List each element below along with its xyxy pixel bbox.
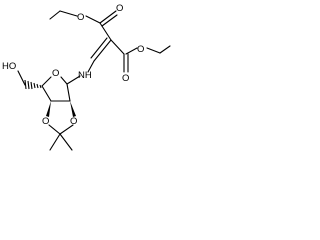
atom-o-ester2: O: [137, 44, 144, 55]
wedge-c2-o: [70, 101, 76, 117]
dioxolane-ring: [48, 124, 74, 135]
hashed-bond-ch2: [24, 79, 42, 90]
structure-diagram: O O O O NH O HO O O: [2, 3, 171, 151]
bond-nh-c1: [66, 75, 81, 85]
atom-o-ester1: O: [77, 12, 84, 23]
atom-o-dioxolane2: O: [70, 116, 77, 127]
atom-o-dioxolane1: O: [42, 116, 49, 127]
ethyl-group-2: [146, 45, 171, 54]
ethyl-group-1: [49, 10, 78, 20]
bond-carbonyl1-double: [99, 10, 118, 27]
atom-nh: NH: [78, 70, 92, 81]
bond-ester1: [85, 15, 101, 24]
wedge-c3-o: [46, 101, 51, 117]
furanose-ring: [41, 76, 71, 102]
bond-alkene-double: [90, 37, 112, 62]
atom-ho: HO: [2, 61, 16, 72]
bond-carbonyl2-double: [123, 53, 129, 73]
bond-ch2-oh: [17, 70, 26, 86]
atom-o-carbonyl2: O: [122, 73, 129, 84]
bond-ester2: [125, 47, 138, 55]
atom-o-carbonyl1: O: [116, 3, 123, 14]
bond-ch-nh: [87, 60, 95, 73]
bond-central-c2: [110, 39, 125, 55]
bond-c1-central: [99, 22, 112, 41]
gem-dimethyl: [49, 133, 73, 151]
atom-o-ring: O: [52, 68, 59, 79]
